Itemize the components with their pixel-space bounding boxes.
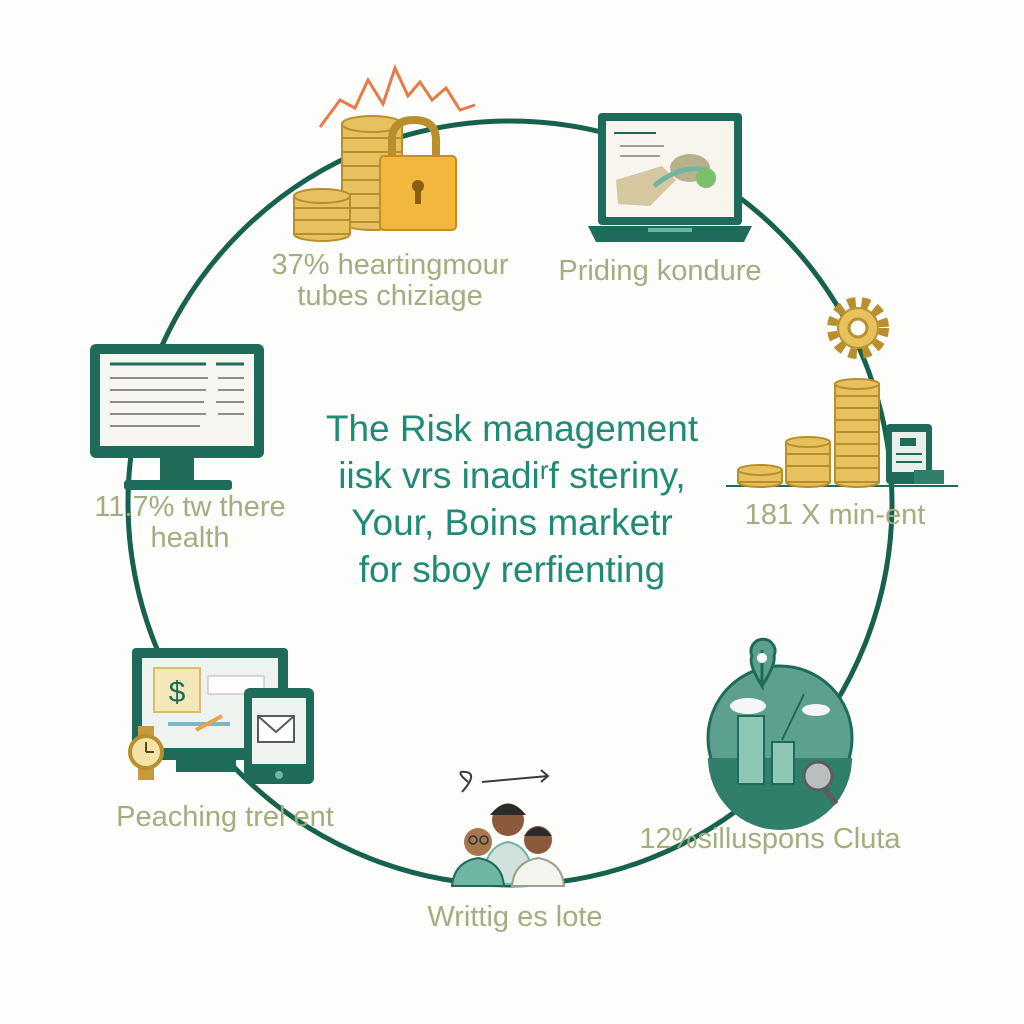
desktop-monitor-icon [90,344,264,490]
node-label-line: 37% heartingmour [271,249,509,281]
center-title-line: The Risk management [325,408,699,449]
node-label-line: 181 X min-ent [744,499,926,531]
people-group-icon [450,769,566,887]
squiggle-arrow-icon [459,770,473,793]
node-label-line: 11.7% tw there [94,491,286,523]
node-label-line: 12%silluspons Cluta [639,823,901,855]
node-label-top-left: 37% heartingmour tubes chiziage [270,250,510,312]
node-label-line: health [150,522,230,554]
svg-text:$: $ [169,676,186,709]
node-label-line: tubes chiziage [297,280,483,312]
zigzag-line-icon [318,63,476,128]
gear-icon [827,297,889,359]
center-title-line: iisk vrs inadiʳf steriny, [338,455,686,496]
node-label-bottom-right: 12%silluspons Cluta [625,824,915,855]
monitor-tablet-dollar-icon: $ [128,648,314,784]
center-title: The Risk management iisk vrs inadiʳf ste… [262,405,762,593]
magnifier-icon [802,760,839,806]
node-label-right: 181 X min-ent [735,500,935,531]
node-label-left: 11.7% tw there health [80,492,300,554]
node-label-bottom-left: Peaching trel ent [100,802,350,833]
laptop-chart-icon [588,113,752,242]
coin-stacks-gear-icon [726,297,958,488]
watch-icon [128,726,164,780]
node-label-bottom: Writtig es lote [400,902,630,933]
node-label-line: Writtig es lote [427,901,603,933]
center-title-line: for sboy rerfienting [358,549,666,590]
coins-padlock-icon [293,63,476,242]
globe-city-location-icon [706,637,854,830]
node-label-top-right: Priding kondure [540,256,780,287]
center-title-line: Your, Boins marketr [351,502,673,543]
node-label-line: Peaching trel ent [116,801,334,833]
node-label-line: Priding kondure [558,255,762,287]
